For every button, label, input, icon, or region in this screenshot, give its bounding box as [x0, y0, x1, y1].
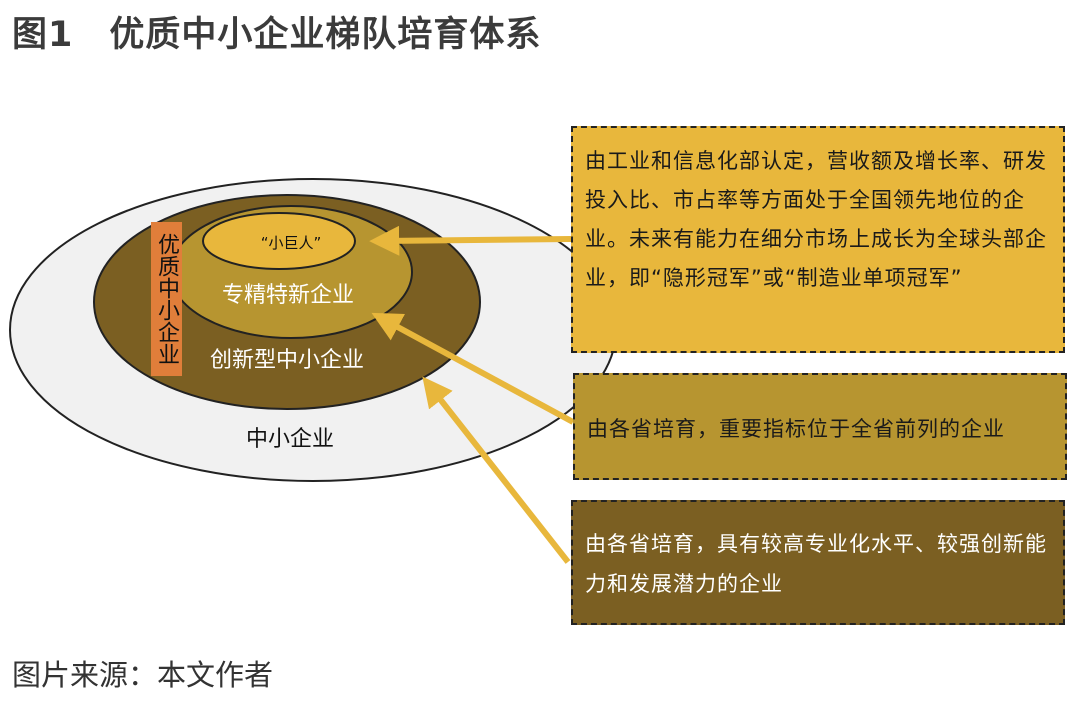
figure-title-text: 优质中小企业梯队培育体系	[109, 15, 542, 55]
label-giant: “小巨人”	[261, 234, 322, 252]
figure-title: 图1 优质中小企业梯队培育体系	[12, 6, 541, 57]
label-sme: 中小企业	[246, 427, 334, 452]
image-source: 图片来源：本文作者	[12, 658, 274, 692]
arrow-to-specialized	[371, 312, 575, 425]
label-innovative: 创新型中小企业	[210, 348, 364, 373]
figure-number: 图1	[12, 15, 74, 55]
arrow-to-innovative	[422, 376, 571, 564]
description-giant: 由工业和信息化部认定，营收额及增长率、研发投入比、市占率等方面处于全国领先地位的…	[571, 126, 1065, 353]
ellipse-giant	[202, 212, 356, 270]
arrow-to-giant	[369, 225, 572, 256]
description-innovative: 由各省培育，具有较高专业化水平、较强创新能力和发展潜力的企业	[571, 500, 1065, 625]
description-specialized: 由各省培育，重要指标位于全省前列的企业	[573, 373, 1067, 480]
label-specialized: 专精特新企业	[222, 283, 354, 308]
quality-sme-side-label: 优质中小企业	[151, 222, 182, 376]
